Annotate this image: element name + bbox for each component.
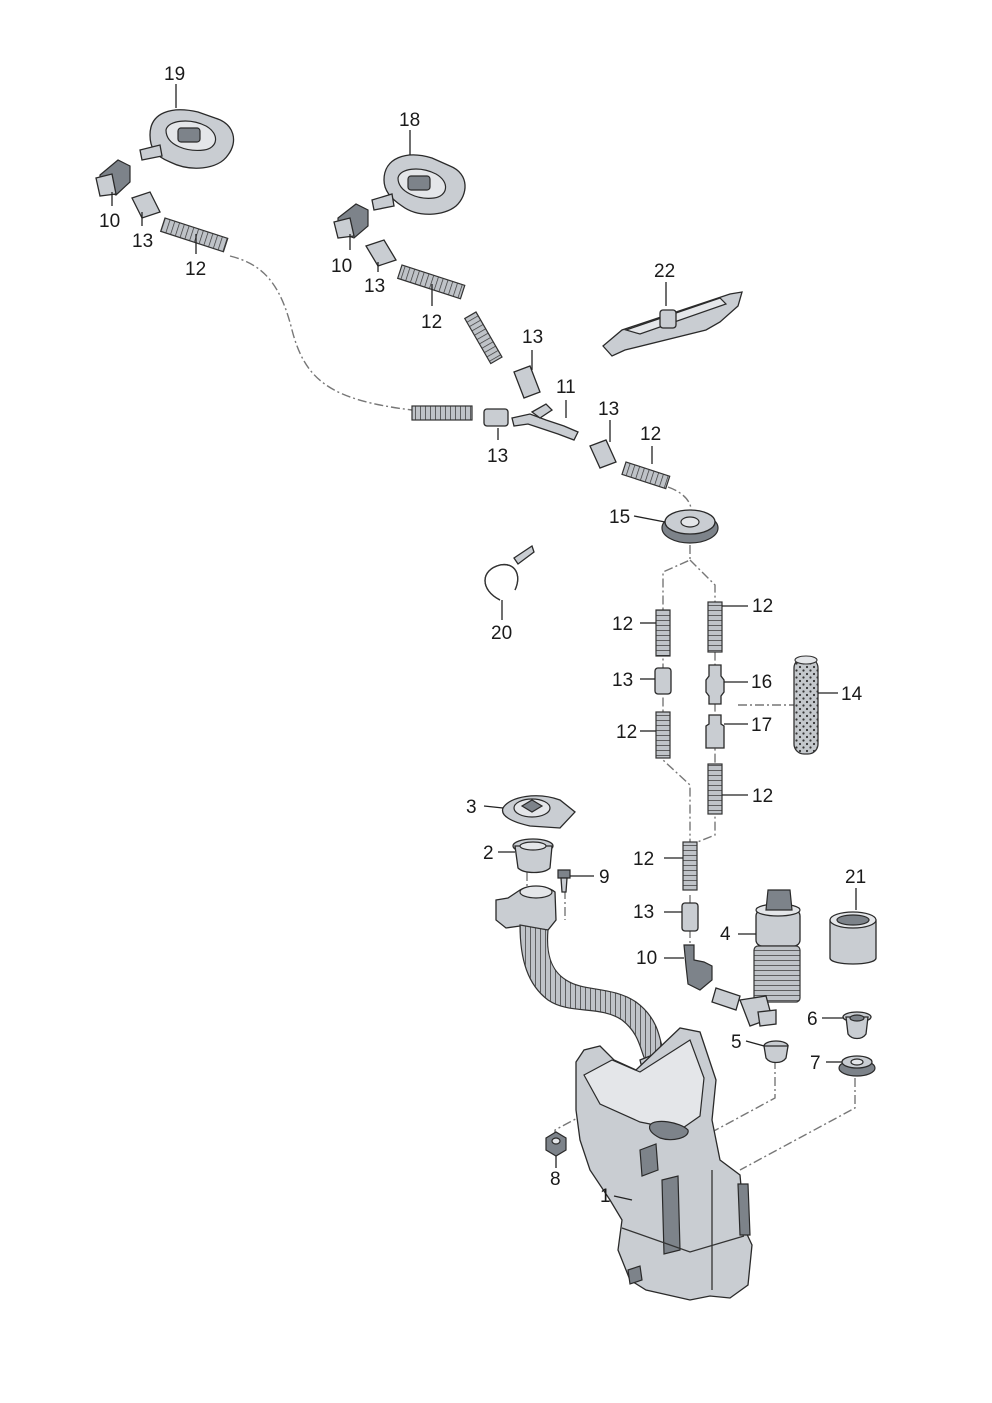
label-12-mid: 12 — [421, 312, 442, 333]
screw-9 — [557, 869, 571, 893]
label-10-mid: 10 — [331, 256, 352, 277]
label-9: 9 — [599, 867, 610, 888]
vertical-hose-run — [654, 601, 725, 991]
sleeve-21 — [829, 911, 877, 965]
washer-tank-1 — [575, 1027, 753, 1301]
label-13-center-bottom: 13 — [487, 446, 508, 467]
label-8: 8 — [550, 1169, 561, 1190]
label-13-lower: 13 — [633, 902, 654, 923]
filler-cap-3 — [501, 795, 576, 829]
label-12-lower: 12 — [633, 849, 654, 870]
label-4: 4 — [720, 924, 731, 945]
label-11: 11 — [556, 377, 576, 398]
label-5: 5 — [731, 1032, 742, 1053]
label-13-left: 13 — [132, 231, 153, 252]
label-10-left: 10 — [99, 211, 120, 232]
label-12-right-top: 12 — [752, 596, 773, 617]
grommet-6 — [842, 1011, 872, 1040]
washer-jet-18 — [333, 154, 466, 300]
washer-jet-19 — [95, 109, 235, 253]
strainer-2 — [512, 838, 554, 874]
label-3: 3 — [466, 797, 477, 818]
label-12-left: 12 — [185, 259, 206, 280]
label-12-left-bottom: 12 — [616, 722, 637, 743]
bracket-22 — [602, 291, 743, 357]
nut-8 — [545, 1131, 567, 1157]
center-hose-run — [411, 311, 671, 490]
routing-lines — [229, 255, 856, 1171]
label-13-center-right: 13 — [598, 399, 619, 420]
label-1: 1 — [600, 1186, 611, 1207]
grommet-7 — [838, 1055, 876, 1077]
label-13-center-top: 13 — [522, 327, 543, 348]
label-12-center-right: 12 — [640, 424, 661, 445]
label-13-mid: 13 — [364, 276, 385, 297]
washer-pump-4 — [711, 889, 801, 1027]
label-19: 19 — [164, 64, 185, 85]
label-10-lower: 10 — [636, 948, 657, 969]
label-7: 7 — [810, 1053, 821, 1074]
label-18: 18 — [399, 110, 420, 131]
label-2: 2 — [483, 843, 494, 864]
label-14: 14 — [841, 684, 863, 705]
label-16: 16 — [751, 672, 772, 693]
cable-tie-20 — [484, 544, 535, 601]
label-21: 21 — [845, 867, 866, 888]
label-6: 6 — [807, 1009, 818, 1030]
label-17: 17 — [751, 715, 772, 736]
label-12-right-bottom: 12 — [752, 786, 773, 807]
label-13-vertical: 13 — [612, 670, 633, 691]
label-12-left-top: 12 — [612, 614, 633, 635]
label-22: 22 — [654, 261, 675, 282]
label-20: 20 — [491, 623, 512, 644]
leader-lines — [111, 84, 857, 1201]
grommet-15 — [661, 509, 719, 544]
label-15: 15 — [609, 507, 630, 528]
callout-labels: 19 18 10 13 12 10 13 12 22 13 11 13 12 1… — [99, 64, 866, 1207]
grommet-5 — [763, 1040, 789, 1064]
filter-sleeve-14 — [793, 655, 819, 755]
